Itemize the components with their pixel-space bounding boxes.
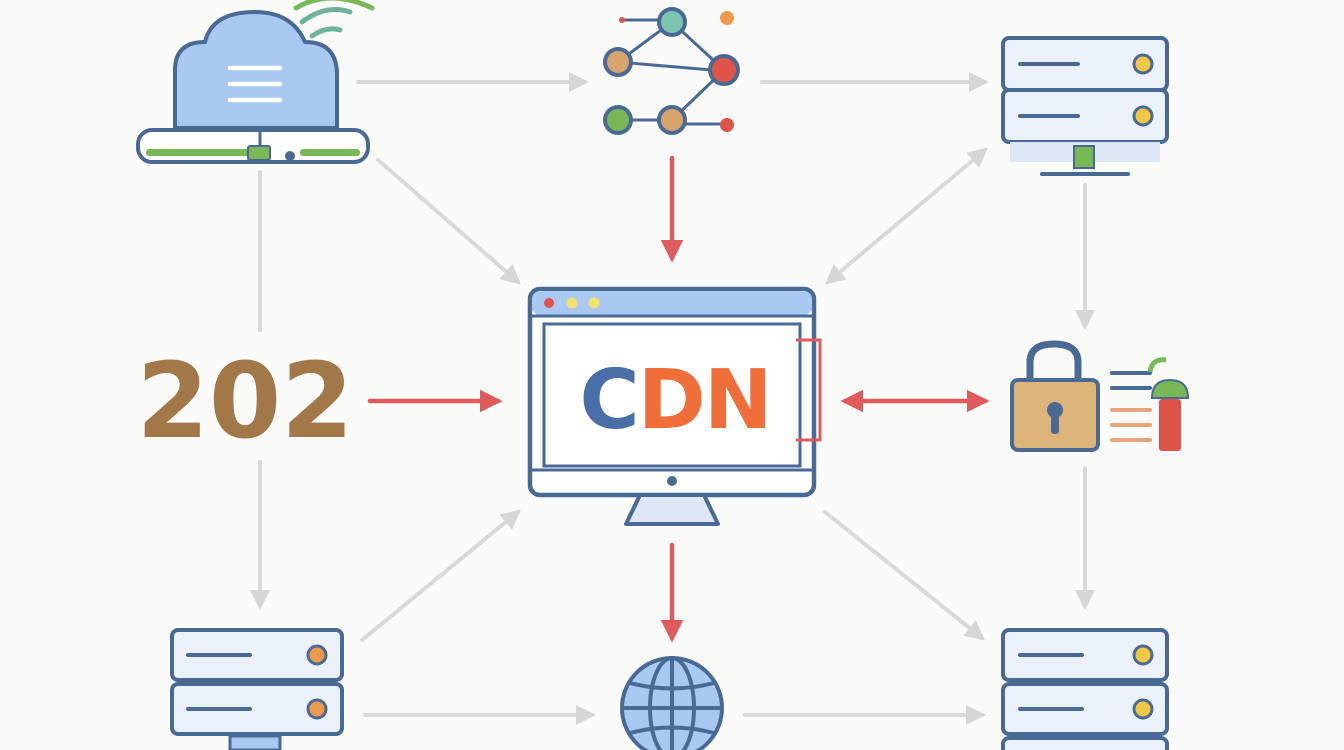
server-led: [1132, 105, 1154, 127]
arrow-cdn-to-server: [823, 510, 986, 641]
server-led: [306, 644, 328, 666]
server-led: [306, 698, 328, 720]
globe-icon: [620, 656, 724, 750]
server-led: [1132, 644, 1154, 666]
cloud-server-icon: [136, 0, 375, 164]
server-led: [1132, 698, 1154, 720]
graph-node: [603, 47, 633, 77]
graph-node: [603, 105, 633, 135]
wifi-icon: [293, 0, 375, 39]
graph-node: [657, 105, 687, 135]
neutral-connectors: [250, 72, 1095, 725]
server-icon: [1001, 628, 1169, 750]
server-icon: [1001, 36, 1169, 176]
cloud-port: [247, 145, 271, 161]
highlight-connectors: [367, 155, 990, 643]
monitor-power-dot: [667, 476, 677, 486]
graph-dot: [619, 17, 625, 23]
screen-bracket: [796, 338, 822, 442]
graph-node: [708, 54, 740, 86]
window-dot-red: [544, 298, 554, 308]
cloud-base-bar-right: [300, 149, 360, 156]
cdn-letter-n: N: [704, 353, 771, 448]
network-graph-icon: [603, 7, 740, 135]
monitor-titlebar: [532, 291, 812, 315]
monitor-stand: [624, 493, 720, 526]
cloud-base-bar-left: [146, 149, 256, 156]
monitor-cdn-icon: CDN: [527, 286, 822, 526]
padlock-icon: [1010, 340, 1100, 452]
server-icon: [170, 628, 344, 750]
graph-node: [657, 7, 687, 37]
cdn-letter-d: D: [638, 353, 704, 448]
cloud-lines: [227, 65, 283, 103]
text-lines-icon: [1110, 371, 1152, 442]
server-led: [1132, 53, 1154, 75]
arrow-server-cdn-diagonal: [824, 147, 989, 285]
monitor-screen: [542, 322, 802, 468]
microphone-icon: [1147, 357, 1190, 451]
cdn-letter-c: C: [580, 353, 638, 448]
cloud-led: [285, 151, 295, 161]
window-dot-yellow: [566, 297, 578, 309]
window-dot-yellow: [588, 297, 600, 309]
status-code: 202: [136, 340, 353, 462]
graph-dot: [720, 118, 734, 132]
arrow-cloud-to-cdn: [376, 158, 522, 285]
arrow-server-to-cdn: [360, 509, 522, 642]
svg-text:CDN: CDN: [580, 353, 771, 448]
padlock-shackle: [1026, 340, 1082, 382]
graph-dot: [720, 11, 734, 25]
